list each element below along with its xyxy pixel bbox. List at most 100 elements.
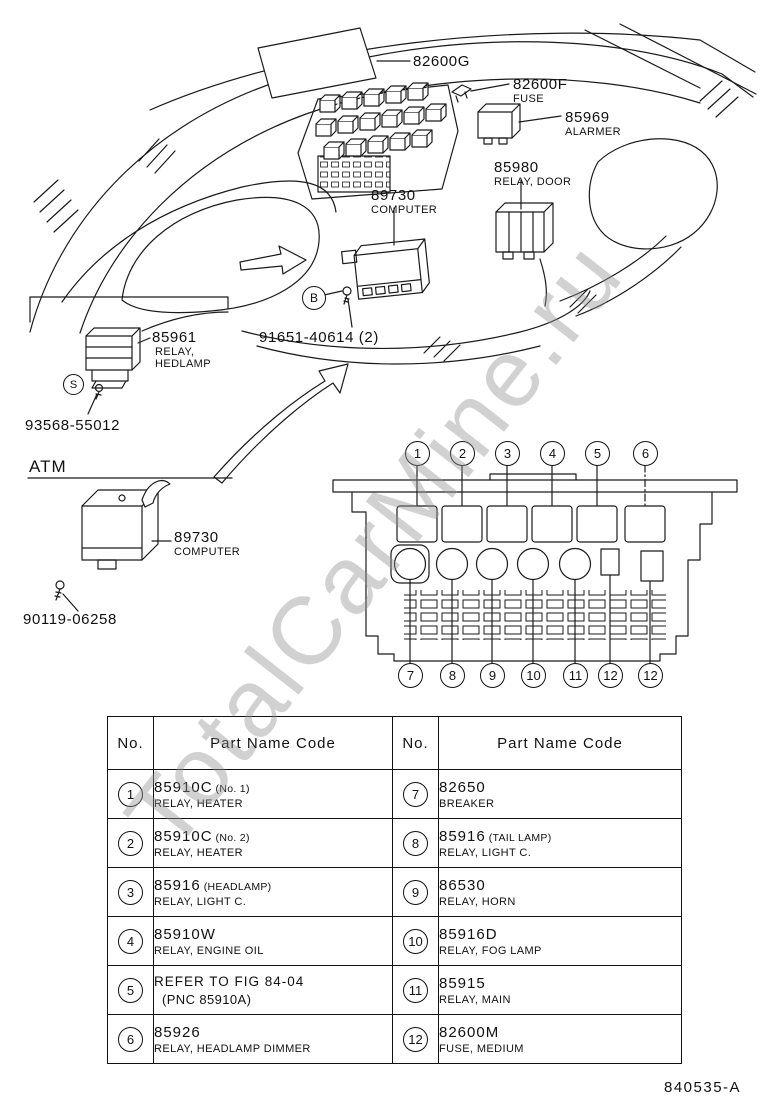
row-number-cell: 6 [107,1014,154,1064]
circled-number: 9 [403,879,428,905]
circled-number: 7 [403,781,428,807]
label-85961-name1: RELAY, [155,346,195,358]
table-row: 6 85926 RELAY, HEADLAMP DIMMER 12 82600M… [107,1014,682,1064]
label-82600f-name: FUSE [513,93,544,105]
part-name: RELAY, LIGHT C. [154,895,247,908]
callout-2: 2 [450,441,475,466]
table-row: 4 85910W RELAY, ENGINE OIL 10 85916D REL… [107,916,682,966]
row-number-cell: 4 [107,916,154,966]
callout-9: 9 [480,663,505,688]
label-89730: 89730 [371,187,416,204]
row-number-cell: 3 [107,867,154,917]
table-row: 1 85910C(No. 1) RELAY, HEATER 7 82650 BR… [107,769,682,819]
label-85961-name2: HEDLAMP [155,358,211,370]
callout-8: 8 [440,663,465,688]
label-atm: ATM [29,457,67,476]
part-name: RELAY, HORN [439,895,516,908]
callout-1: 1 [405,441,430,466]
part-code: 85910C [154,827,213,845]
part-code-qualifier: (HEADLAMP) [203,880,272,893]
col-header-no-right: No. [392,716,439,770]
part-name: (PNC 85910A) [162,992,252,1007]
callout-7: 7 [398,663,423,688]
diagram-artwork [27,23,757,664]
part-code-qualifier: (No. 1) [215,782,250,795]
row-number-cell: 1 [107,769,154,819]
part-name: RELAY, FOG LAMP [439,944,542,957]
label-85980: 85980 [494,159,539,176]
part-name: RELAY, HEATER [154,846,243,859]
row-number-cell: 9 [392,867,439,917]
part-code: 85916 [154,876,201,894]
row-number-cell: 8 [392,818,439,868]
circled-number: 2 [118,830,143,856]
part-code: 85910C [154,778,213,796]
part-cell: REFER TO FIG 84-04 (PNC 85910A) [153,965,393,1015]
part-cell: 85910W RELAY, ENGINE OIL [153,916,393,966]
label-82600f: 82600F [513,76,568,93]
part-cell: 82650 BREAKER [438,769,682,819]
marker-s: S [63,374,84,395]
label-atm-89730-name: COMPUTER [174,546,241,558]
part-code: 85916 [439,827,486,845]
label-91651: 91651-40614 (2) [259,329,379,346]
row-number-cell: 11 [392,965,439,1015]
circled-number: 11 [403,977,428,1003]
col-header-part-right: Part Name Code [438,716,682,770]
row-number-cell: 5 [107,965,154,1015]
table-row: 2 85910C(No. 2) RELAY, HEATER 8 85916(TA… [107,818,682,868]
callout-4: 4 [540,441,565,466]
circled-number: 8 [403,830,428,856]
row-number-cell: 10 [392,916,439,966]
part-cell: 85916D RELAY, FOG LAMP [438,916,682,966]
label-85980-name: RELAY, DOOR [494,176,572,188]
part-name: RELAY, MAIN [439,993,511,1006]
part-cell: 85910C(No. 2) RELAY, HEATER [153,818,393,868]
marker-b: B [302,286,326,310]
row-number-cell: 2 [107,818,154,868]
callout-6: 6 [633,441,658,466]
document-number: 840535-A [664,1079,742,1096]
circled-number: 5 [118,977,143,1003]
part-code: REFER TO FIG 84-04 [154,974,305,989]
part-code: 85926 [154,1023,201,1041]
part-name: RELAY, ENGINE OIL [154,944,264,957]
table-row: 5 REFER TO FIG 84-04 (PNC 85910A) 11 859… [107,965,682,1015]
part-name: BREAKER [439,797,495,810]
label-82600g: 82600G [413,53,470,70]
parts-table: No. Part Name Code No. Part Name Code 1 … [107,716,682,1064]
part-cell: 85916(HEADLAMP) RELAY, LIGHT C. [153,867,393,917]
callout-5: 5 [585,441,610,466]
circled-number: 12 [403,1026,428,1052]
part-code: 82650 [439,778,486,796]
part-cell: 82600M FUSE, MEDIUM [438,1014,682,1064]
callout-12b: 12 [638,663,663,688]
circled-number: 4 [118,928,143,954]
part-cell: 85916(TAIL LAMP) RELAY, LIGHT C. [438,818,682,868]
label-85969-name: ALARMER [565,126,621,138]
label-93568: 93568-55012 [25,417,121,434]
circled-number: 1 [118,781,143,807]
row-number-cell: 12 [392,1014,439,1064]
part-name: RELAY, HEADLAMP DIMMER [154,1042,311,1055]
callout-12a: 12 [598,663,623,688]
table-row: 3 85916(HEADLAMP) RELAY, LIGHT C. 9 8653… [107,867,682,917]
col-header-part-left: Part Name Code [153,716,393,770]
part-code: 82600M [439,1023,500,1041]
part-name: RELAY, LIGHT C. [439,846,532,859]
part-cell: 85926 RELAY, HEADLAMP DIMMER [153,1014,393,1064]
circled-number: 3 [118,879,143,905]
part-cell: 85910C(No. 1) RELAY, HEATER [153,769,393,819]
part-code-qualifier: (No. 2) [215,831,250,844]
label-85969: 85969 [565,109,610,126]
part-code: 86530 [439,876,486,894]
part-code: 85910W [154,925,216,943]
label-89730-name: COMPUTER [371,204,438,216]
row-number-cell: 7 [392,769,439,819]
circled-number: 6 [118,1026,143,1052]
label-85961: 85961 [152,329,197,346]
label-90119: 90119-06258 [23,611,117,628]
callout-3: 3 [495,441,520,466]
col-header-no-left: No. [107,716,154,770]
